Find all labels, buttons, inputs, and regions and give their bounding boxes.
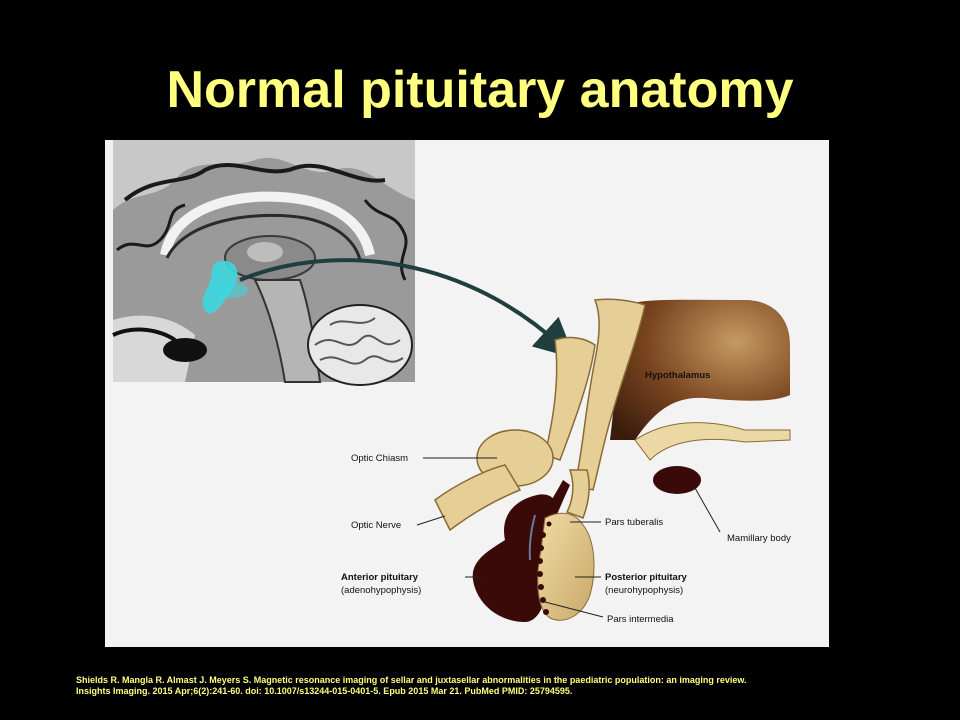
pars-intermedia-dots [537, 521, 552, 615]
anatomy-diagram: Hypothalamus Optic Chiasm Optic Nerve Pa… [112, 140, 791, 625]
mamillary-body-shape [653, 466, 701, 494]
label-posterior-pituitary: Posterior pituitary [605, 572, 688, 583]
label-hypothalamus: Hypothalamus [645, 370, 710, 381]
label-anterior-pituitary: Anterior pituitary [341, 572, 419, 583]
label-pars-intermedia: Pars intermedia [607, 614, 674, 625]
leader-lines [416, 457, 721, 618]
anterior-pituitary-shape [472, 494, 558, 622]
label-anterior-pituitary-sub: (adenohypophysis) [341, 585, 421, 596]
label-optic-nerve: Optic Nerve [351, 520, 401, 531]
citation-line-1: Shields R. Mangla R. Almast J. Meyers S.… [76, 675, 747, 685]
posterior-pituitary-shape [537, 512, 595, 621]
citation: Shields R. Mangla R. Almast J. Meyers S.… [76, 675, 936, 697]
slide-title: Normal pituitary anatomy [166, 61, 794, 119]
cerebellum [307, 304, 413, 386]
label-mamillary-body: Mamillary body [727, 533, 791, 544]
hypothalamus-shape [610, 299, 790, 440]
pituitary-detail-drawing [434, 298, 791, 622]
pituitary-highlight [202, 260, 248, 314]
label-pars-tuberalis: Pars tuberalis [605, 517, 663, 528]
zoom-arrow [239, 258, 575, 359]
label-optic-chiasm: Optic Chiasm [351, 453, 408, 464]
citation-line-2: Insights Imaging. 2015 Apr;6(2):241-60. … [76, 686, 573, 696]
anatomy-figure: Hypothalamus Optic Chiasm Optic Nerve Pa… [105, 140, 829, 647]
label-posterior-pituitary-sub: (neurohypophysis) [605, 585, 683, 596]
optic-nerve-shape [434, 464, 522, 532]
